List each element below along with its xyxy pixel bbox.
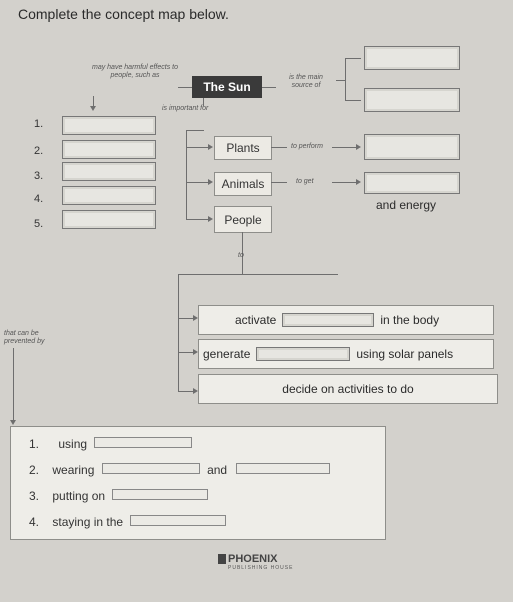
important-note: is important for <box>162 105 209 112</box>
prevention-text-2: wearing <box>52 463 95 477</box>
number-1: 1. <box>34 118 44 130</box>
connector <box>336 80 345 81</box>
effect-blank-5[interactable] <box>62 210 156 229</box>
prevention-row-2: 2. wearing and <box>29 463 331 477</box>
number-5: 5. <box>34 218 44 230</box>
connector-arrow <box>193 388 198 394</box>
putting-on-blank[interactable] <box>112 489 209 500</box>
connector <box>242 232 243 274</box>
staying-in-blank[interactable] <box>130 515 227 526</box>
generate-text: generate <box>203 347 251 361</box>
generate-blank[interactable] <box>256 347 351 361</box>
connector <box>178 274 338 275</box>
prevention-text-3: putting on <box>52 489 106 503</box>
connector <box>13 348 14 422</box>
generate-box: generate using solar panels <box>198 339 494 369</box>
connector-arrow <box>208 179 213 185</box>
wearing-blank-2[interactable] <box>236 463 331 474</box>
connector <box>345 100 361 101</box>
link-perform: to perform <box>291 143 323 150</box>
prevention-row-3: 3. putting on <box>29 489 209 503</box>
effect-blank-2[interactable] <box>62 140 156 159</box>
number-4: 4. <box>34 193 44 205</box>
connector <box>203 98 204 106</box>
prevented-note: that can be prevented by <box>4 330 45 345</box>
connector <box>178 391 196 392</box>
publisher-logo: PHOENIX PUBLISHING HOUSE <box>218 553 293 571</box>
prevention-num-3: 3. <box>29 489 40 503</box>
connector <box>271 182 287 183</box>
prevention-text-1: using <box>58 437 88 451</box>
sun-node: The Sun <box>192 76 262 98</box>
effect-blank-4[interactable] <box>62 186 156 205</box>
generate-post-text: using solar panels <box>356 347 454 361</box>
connector <box>186 130 187 220</box>
connector <box>178 87 192 88</box>
connector <box>345 58 346 100</box>
logo-subtitle: PUBLISHING HOUSE <box>228 565 294 571</box>
prevention-row-4: 4. staying in the <box>29 515 227 529</box>
connector <box>186 147 210 148</box>
connector-arrow <box>356 144 361 150</box>
number-2: 2. <box>34 145 44 157</box>
main-source-note: is the main source of <box>289 74 323 89</box>
number-3: 3. <box>34 170 44 182</box>
prevention-row-1: 1. using <box>29 437 193 451</box>
connector <box>186 219 210 220</box>
page-title: Complete the concept map below. <box>18 6 229 22</box>
plants-node: Plants <box>214 136 272 160</box>
connector <box>186 130 204 131</box>
activate-text: activate <box>235 313 277 327</box>
effect-blank-3[interactable] <box>62 162 156 181</box>
connector <box>262 87 276 88</box>
prevention-num-2: 2. <box>29 463 40 477</box>
source-blank-1[interactable] <box>364 46 460 70</box>
link-get: to get <box>296 178 314 185</box>
prevention-text-4: staying in the <box>52 515 124 529</box>
source-blank-2[interactable] <box>364 88 460 112</box>
connector <box>332 147 356 148</box>
decide-text: decide on activities to do <box>282 382 414 396</box>
connector-arrow <box>193 315 198 321</box>
connector-arrow <box>356 179 361 185</box>
get-blank[interactable] <box>364 172 460 194</box>
perform-blank[interactable] <box>364 134 460 160</box>
activate-post-text: in the body <box>380 313 440 327</box>
connector-arrow <box>208 216 213 222</box>
logo-name: PHOENIX <box>228 553 278 565</box>
connector-arrow <box>10 420 16 425</box>
connector <box>271 147 287 148</box>
animals-node: Animals <box>214 172 272 196</box>
using-blank[interactable] <box>94 437 193 448</box>
activate-blank[interactable] <box>282 313 375 327</box>
prevention-num-1: 1. <box>29 437 40 451</box>
link-to: to <box>238 252 244 259</box>
prevention-num-4: 4. <box>29 515 40 529</box>
and-energy-label: and energy <box>376 198 437 212</box>
effect-blank-1[interactable] <box>62 116 156 135</box>
connector <box>93 96 94 108</box>
connector <box>186 182 210 183</box>
decide-box: decide on activities to do <box>198 374 498 404</box>
people-node: People <box>214 206 272 233</box>
activate-box: activate in the body <box>198 305 494 335</box>
connector <box>178 352 196 353</box>
harmful-effects-note: may have harmful effects to people, such… <box>92 64 178 79</box>
connector-arrow <box>208 144 213 150</box>
prevention-box: 1. using 2. wearing and 3. putting on 4.… <box>10 426 386 540</box>
connector-arrow <box>193 349 198 355</box>
prevention-and-text: and <box>207 463 228 477</box>
connector <box>178 274 179 392</box>
connector <box>178 318 196 319</box>
connector-arrow <box>90 106 96 111</box>
wearing-blank-1[interactable] <box>101 463 200 474</box>
logo-icon <box>218 554 226 565</box>
connector <box>345 58 361 59</box>
connector <box>332 182 356 183</box>
